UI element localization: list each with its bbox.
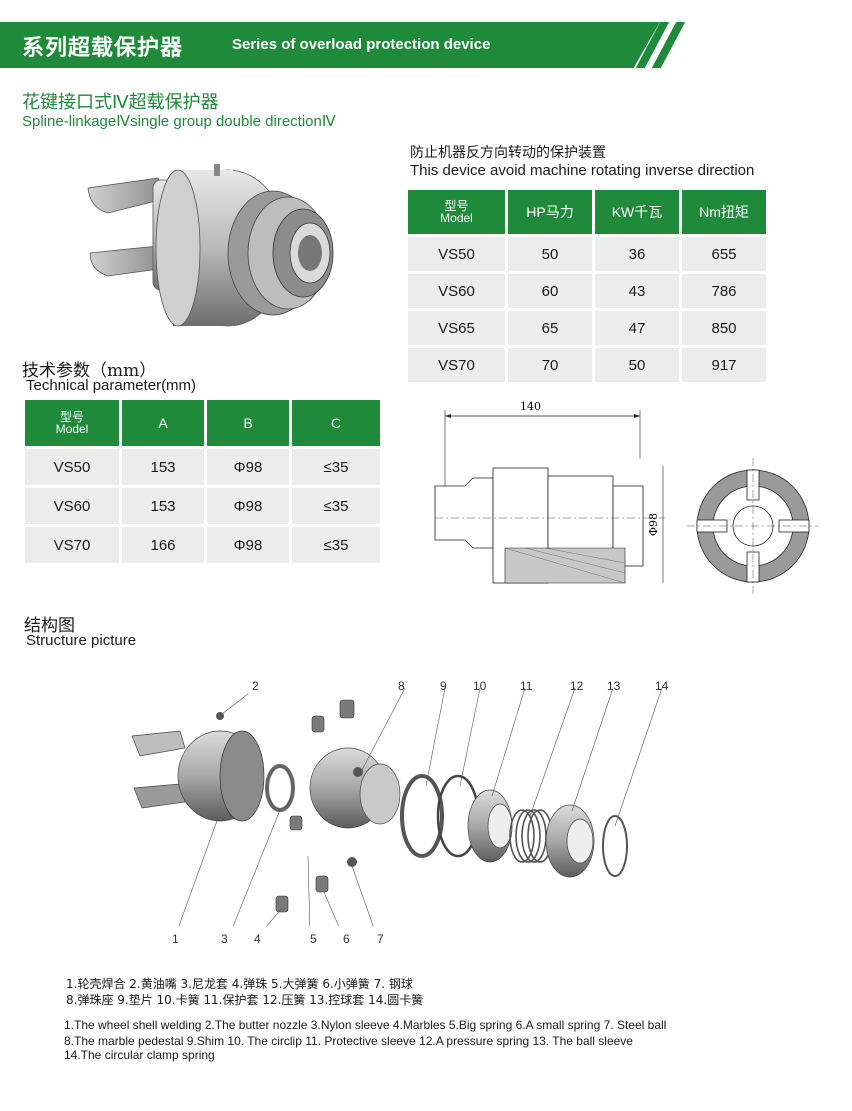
header-banner: 系列超载保护器 Series of overload protection de… xyxy=(0,22,852,68)
table-cell: ≤35 xyxy=(292,488,380,524)
subtitle-en: Spline-linkageⅣsingle group double direc… xyxy=(22,113,336,130)
callout-number: 12 xyxy=(570,679,584,693)
table-cell: 153 xyxy=(122,488,204,524)
legend-cn-line: 8.弹珠座 9.垫片 10.卡簧 11.保护套 12.压簧 13.控球套 14.… xyxy=(66,993,424,1007)
table-row: VS50 153 Φ98 ≤35 xyxy=(25,449,380,485)
tech-title-en: Technical parameter(mm) xyxy=(26,377,197,394)
banner-title-cn: 系列超载保护器 xyxy=(22,36,184,61)
table-header-row: 型号 Model HP马力 KW千瓦 Nm扭矩 xyxy=(408,190,766,234)
callout-number: 4 xyxy=(254,932,261,946)
column-header-model: 型号 Model xyxy=(408,190,505,234)
table-row: VS60 60 43 786 xyxy=(408,274,766,308)
callout-number: 3 xyxy=(221,932,228,946)
callout-number: 14 xyxy=(655,679,669,693)
description-cn: 防止机器反方向转动的保护装置 xyxy=(410,145,606,161)
legend-en-line: 14.The circular clamp spring xyxy=(64,1048,215,1062)
table-cell: 850 xyxy=(682,311,766,345)
table-cell: 65 xyxy=(508,311,592,345)
tech-table: 型号 Model A B C VS50 153 Φ98 ≤35 VS60 153… xyxy=(22,397,383,566)
callout-number: 5 xyxy=(310,932,317,946)
table-cell: VS70 xyxy=(408,348,505,382)
callout-number: 13 xyxy=(607,679,621,693)
table-row: VS70 166 Φ98 ≤35 xyxy=(25,527,380,563)
table-cell: ≤35 xyxy=(292,449,380,485)
table-cell: VS60 xyxy=(25,488,119,524)
structure-title-cn: 结构图 xyxy=(24,616,75,636)
table-cell: VS50 xyxy=(408,237,505,271)
column-header-model: 型号 Model xyxy=(25,400,119,446)
table-cell: 70 xyxy=(508,348,592,382)
callout-number: 9 xyxy=(440,679,447,693)
table-cell: VS60 xyxy=(408,274,505,308)
table-cell: VS65 xyxy=(408,311,505,345)
callout-number: 10 xyxy=(473,679,487,693)
product-photo xyxy=(87,164,334,327)
column-header-hp: HP马力 xyxy=(508,190,592,234)
callout-number: 1 xyxy=(172,932,179,946)
exploded-diagram xyxy=(131,687,663,926)
tech-title-cn: 技术参数（mm） xyxy=(22,361,157,381)
subtitle-cn: 花键接口式Ⅳ超载保护器 xyxy=(22,92,219,113)
table-cell: 166 xyxy=(122,527,204,563)
power-table: 型号 Model HP马力 KW千瓦 Nm扭矩 VS50 50 36 655 V… xyxy=(405,187,769,385)
table-cell: ≤35 xyxy=(292,527,380,563)
legend-en-line: 1.The wheel shell welding 2.The butter n… xyxy=(64,1018,667,1032)
table-cell: VS50 xyxy=(25,449,119,485)
table-cell: 43 xyxy=(595,274,679,308)
callout-number: 6 xyxy=(343,932,350,946)
legend-en-line: 8.The marble pedestal 9.Shim 10. The cir… xyxy=(64,1034,633,1048)
table-cell: 917 xyxy=(682,348,766,382)
table-cell: 50 xyxy=(508,237,592,271)
callout-number: 8 xyxy=(398,679,405,693)
table-cell: Φ98 xyxy=(207,449,289,485)
column-header-kw: KW千瓦 xyxy=(595,190,679,234)
table-cell: 153 xyxy=(122,449,204,485)
table-cell: 786 xyxy=(682,274,766,308)
column-header-a: A xyxy=(122,400,204,446)
dim-length: 140 xyxy=(520,400,541,413)
callout-number: 7 xyxy=(377,932,384,946)
table-row: VS60 153 Φ98 ≤35 xyxy=(25,488,380,524)
table-cell: 655 xyxy=(682,237,766,271)
table-row: VS50 50 36 655 xyxy=(408,237,766,271)
technical-drawing: 140 Φ98 xyxy=(434,400,819,594)
legend-cn-line: 1.轮壳焊合 2.黄油嘴 3.尼龙套 4.弹珠 5.大弹簧 6.小弹簧 7. 钢… xyxy=(66,977,413,991)
dim-diameter: Φ98 xyxy=(647,513,660,536)
column-header-nm: Nm扭矩 xyxy=(682,190,766,234)
table-row: VS65 65 47 850 xyxy=(408,311,766,345)
table-cell: 47 xyxy=(595,311,679,345)
banner-title-en: Series of overload protection device xyxy=(232,36,491,53)
table-row: VS70 70 50 917 xyxy=(408,348,766,382)
structure-title-en: Structure picture xyxy=(26,632,137,649)
table-cell: 60 xyxy=(508,274,592,308)
table-cell: 36 xyxy=(595,237,679,271)
column-header-b: B xyxy=(207,400,289,446)
table-header-row: 型号 Model A B C xyxy=(25,400,380,446)
table-cell: Φ98 xyxy=(207,488,289,524)
table-cell: Φ98 xyxy=(207,527,289,563)
description-en: This device avoid machine rotating inver… xyxy=(410,162,755,179)
callout-number: 11 xyxy=(520,679,533,693)
banner-background xyxy=(0,22,660,68)
column-header-c: C xyxy=(292,400,380,446)
callout-number: 2 xyxy=(252,679,259,693)
table-cell: VS70 xyxy=(25,527,119,563)
table-cell: 50 xyxy=(595,348,679,382)
